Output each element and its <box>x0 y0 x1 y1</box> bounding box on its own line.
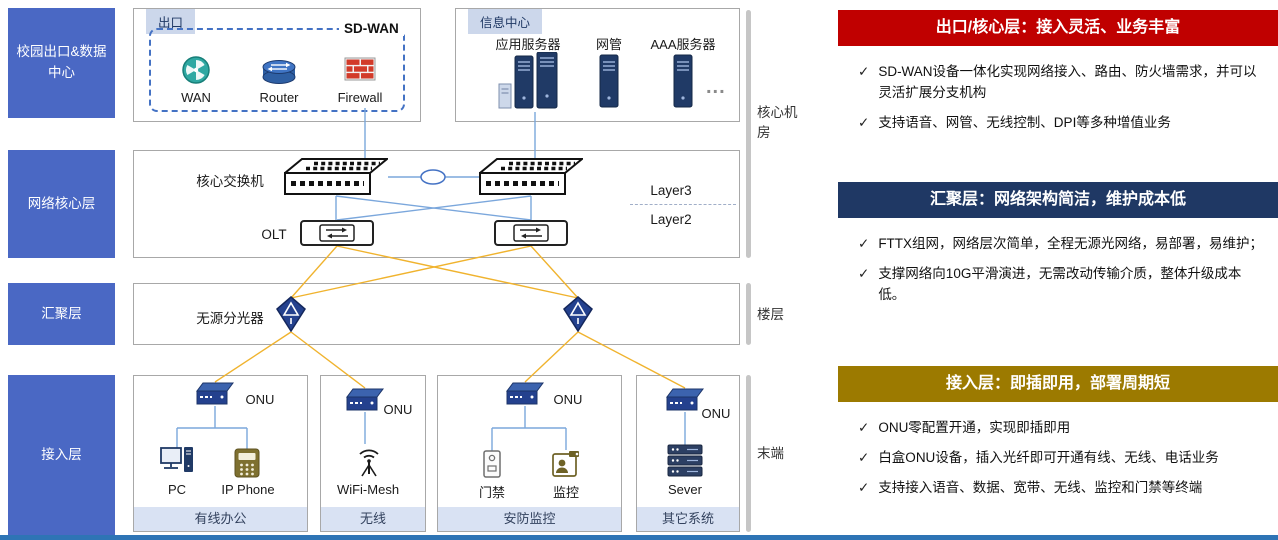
olt-label: OLT <box>261 227 287 242</box>
panel-access-bullet-1: ✓ONU零配置开通，实现即插即用 <box>858 418 1266 439</box>
wan-icon <box>182 56 210 89</box>
firewall-icon <box>344 56 376 87</box>
router-icon <box>261 58 297 90</box>
connection-lines <box>176 108 686 452</box>
slide-footer-bar <box>0 535 1278 540</box>
zone-label-terminal: 末端 <box>757 446 784 461</box>
ip-phone-icon <box>234 448 260 483</box>
layer-divider-line <box>630 204 736 205</box>
onu-wired-label: ONU <box>245 392 275 407</box>
check-icon: ✓ <box>858 449 870 465</box>
sidebar-item-access-layer: 接入层 <box>8 375 115 535</box>
firewall-label: Firewall <box>337 90 383 105</box>
panel-access-layer: 接入层：即插即用，部署周期短 ✓ONU零配置开通，实现即插即用 ✓白盒ONU设备… <box>838 366 1278 511</box>
zone-label-floor: 楼层 <box>757 307 784 322</box>
wan-label: WAN <box>181 90 211 105</box>
panel-core-layer-title: 出口/核心层：接入灵活、业务丰富 <box>838 10 1278 46</box>
access-group-other-caption: 其它系统 <box>637 507 739 531</box>
access-group-wired-caption: 有线办公 <box>134 507 307 531</box>
surveillance-label: 监控 <box>552 485 579 500</box>
onu-wireless-icon <box>346 388 384 417</box>
check-icon: ✓ <box>858 265 870 281</box>
bracket-floor <box>746 283 751 345</box>
layer3-label: Layer3 <box>650 183 692 198</box>
pc-label: PC <box>167 482 187 497</box>
check-icon: ✓ <box>858 479 870 495</box>
splitter-left-icon <box>276 296 306 337</box>
sdwan-dashed-zone <box>149 28 405 112</box>
panel-core-layer: 出口/核心层：接入灵活、业务丰富 ✓SD-WAN设备一体化实现网络接入、路由、防… <box>838 10 1278 146</box>
panel-access-bullet-3: ✓支持接入语音、数据、宽带、无线、监控和门禁等终端 <box>858 478 1266 499</box>
router-label: Router <box>259 90 299 105</box>
aaa-server-icon <box>672 54 694 113</box>
onu-other-icon <box>666 388 704 417</box>
core-switch-right-icon <box>477 158 585 201</box>
splitter-right-icon <box>563 296 593 337</box>
sidebar-item-campus-exit-datacenter: 校园出口&数据中心 <box>8 8 115 118</box>
olt-left-icon <box>300 220 374 251</box>
panel-core-bullet-1: ✓SD-WAN设备一体化实现网络接入、路由、防火墙需求，并可以灵活扩展分支机构 <box>858 62 1266 104</box>
core-switch-left-icon <box>282 158 390 201</box>
access-group-security-box: 安防监控 <box>437 375 622 532</box>
sdwan-label: SD-WAN <box>339 21 404 36</box>
check-icon: ✓ <box>858 114 870 130</box>
onu-security-icon <box>506 382 544 411</box>
wifi-mesh-label: WiFi-Mesh <box>336 482 400 497</box>
onu-wireless-label: ONU <box>383 402 413 417</box>
aggregation-box <box>133 283 740 345</box>
nms-server-label: 网管 <box>595 37 622 52</box>
check-icon: ✓ <box>858 420 870 435</box>
zone-label-core-room: 核心机房 <box>757 105 798 141</box>
onu-security-label: ONU <box>553 392 583 407</box>
panel-access-bullet-2: ✓白盒ONU设备，插入光纤即可开通有线、无线、电话业务 <box>858 448 1266 469</box>
pc-icon <box>160 446 194 481</box>
bracket-core-room <box>746 10 751 258</box>
server-stack-label: Sever <box>668 482 702 497</box>
app-server-label: 应用服务器 <box>495 37 561 52</box>
app-server-icon <box>498 51 562 115</box>
panel-agg-bullet-2: ✓支撑网络向10G平滑演进，无需改动传输介质，整体升级成本低。 <box>858 264 1266 306</box>
core-switch-label: 核心交换机 <box>196 174 264 189</box>
ip-phone-label: IP Phone <box>221 482 275 497</box>
sidebar-item-network-core-layer: 网络核心层 <box>8 150 115 258</box>
panel-core-bullet-2: ✓支持语音、网管、无线控制、DPI等多种增值业务 <box>858 113 1266 134</box>
more-servers-ellipsis: ... <box>706 76 726 98</box>
server-stack-icon <box>667 444 703 483</box>
bracket-terminal <box>746 375 751 532</box>
aaa-server-label: AAA服务器 <box>650 37 716 52</box>
panel-aggregation-title: 汇聚层：网络架构简洁，维护成本低 <box>838 182 1278 218</box>
door-access-icon <box>482 450 502 483</box>
layer2-label: Layer2 <box>650 212 692 227</box>
check-icon: ✓ <box>858 236 870 251</box>
check-icon: ✓ <box>858 64 870 79</box>
onu-other-label: ONU <box>701 406 731 421</box>
door-access-label: 门禁 <box>478 485 505 500</box>
olt-right-icon <box>494 220 568 251</box>
access-group-security-caption: 安防监控 <box>438 507 621 531</box>
onu-wired-icon <box>196 382 234 411</box>
nms-server-icon <box>598 54 620 113</box>
surveillance-camera-icon <box>552 450 580 483</box>
splitter-label: 无源分光器 <box>196 311 264 326</box>
panel-aggregation-layer: 汇聚层：网络架构简洁，维护成本低 ✓FTTX组网，网络层次简单，全程无源光网络，… <box>838 182 1278 318</box>
panel-agg-bullet-1: ✓FTTX组网，网络层次简单，全程无源光网络，易部署，易维护； <box>858 234 1266 255</box>
info-center-tag: 信息中心 <box>468 9 543 34</box>
panel-access-title: 接入层：即插即用，部署周期短 <box>838 366 1278 402</box>
access-group-wireless-caption: 无线 <box>321 507 425 531</box>
wifi-mesh-icon <box>352 444 386 483</box>
sidebar-item-aggregation-layer: 汇聚层 <box>8 283 115 345</box>
link-aggregation-icon <box>420 169 446 190</box>
